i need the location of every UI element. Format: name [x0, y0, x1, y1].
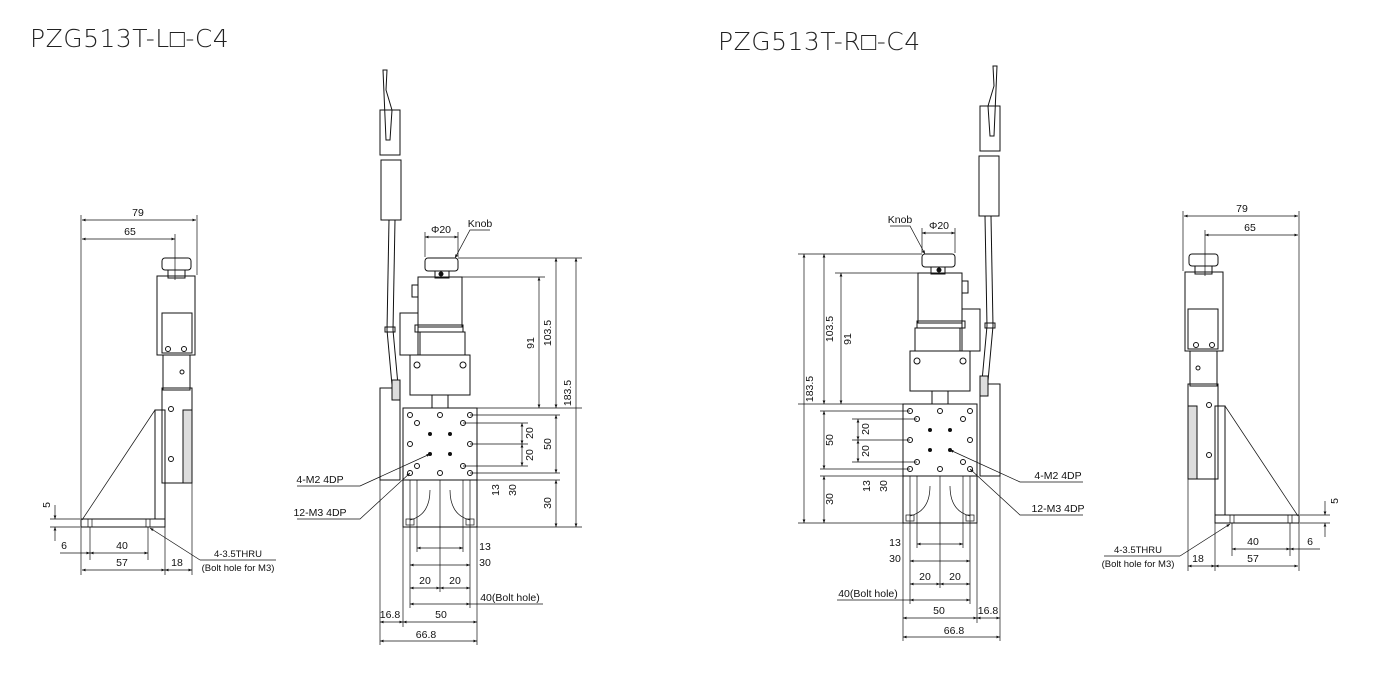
left-drawing-title: PZG513T-L□-C4: [30, 24, 230, 53]
right-labels: 79 65 5 6 40 57 18 4-3.5THRU (Bolt hole …: [804, 203, 1341, 637]
dim-20-lower: 20: [860, 445, 872, 457]
dim-20-upper: 20: [860, 423, 872, 435]
dim-13-vertical: 13: [861, 480, 873, 492]
bolt-hole-note: (Bolt hole for M3): [202, 563, 275, 574]
m3-holes-label: 12-M3 4DP: [293, 507, 346, 519]
right-drawing-title: PZG513T-R□-C4: [718, 27, 921, 56]
dim-13-horizontal: 13: [889, 537, 901, 549]
m3-holes-label: 12-M3 4DP: [1031, 503, 1084, 515]
knob-label: Knob: [468, 218, 493, 230]
dim-5: 5: [41, 502, 53, 508]
dim-79: 79: [1236, 203, 1248, 215]
dim-6: 6: [1307, 536, 1313, 548]
dim-65: 65: [124, 226, 136, 238]
dim-40: 40: [1247, 536, 1259, 548]
m2-holes-label: 4-M2 4DP: [1034, 470, 1081, 482]
dim-66-8: 66.8: [416, 629, 437, 641]
dim-57: 57: [1247, 553, 1259, 565]
dim-6: 6: [61, 540, 67, 552]
dim-50-horizontal: 50: [933, 605, 945, 617]
dim-30-horizontal: 30: [479, 557, 491, 569]
thru-holes-label: 4-3.5THRU: [214, 549, 262, 560]
dim-40: 40: [116, 540, 128, 552]
dim-20-lower: 20: [524, 449, 536, 461]
dim-20-left: 20: [919, 571, 931, 583]
dim-16-8: 16.8: [978, 605, 999, 617]
dim-66-8: 66.8: [944, 625, 965, 637]
dim-91: 91: [525, 337, 537, 349]
dim-30-base: 30: [542, 497, 554, 509]
bolt-hole-40-label: 40(Bolt hole): [480, 592, 540, 604]
dim-18: 18: [1192, 553, 1204, 565]
dim-20-right: 20: [949, 571, 961, 583]
dim-phi20: Φ20: [929, 220, 949, 232]
dim-50-vertical: 50: [542, 438, 554, 450]
thru-holes-label: 4-3.5THRU: [1114, 545, 1162, 556]
dim-183-5: 183.5: [804, 376, 816, 402]
bolt-hole-note: (Bolt hole for M3): [1102, 559, 1175, 570]
bolt-hole-40-label: 40(Bolt hole): [838, 588, 898, 600]
dim-65: 65: [1244, 222, 1256, 234]
m2-holes-label: 4-M2 4DP: [296, 474, 343, 486]
dim-phi20: Φ20: [431, 224, 451, 236]
dim-18: 18: [171, 557, 183, 569]
dim-30-base: 30: [824, 493, 836, 505]
dim-50-horizontal: 50: [435, 609, 447, 621]
dim-79: 79: [132, 207, 144, 219]
dim-5: 5: [1329, 498, 1341, 504]
dim-30-vertical: 30: [507, 484, 519, 496]
left-labels: 79 65 5 6 40 57 18 4-3.5THRU (Bolt hole …: [41, 207, 574, 641]
dim-13-horizontal: 13: [479, 541, 491, 553]
dim-20-upper: 20: [524, 427, 536, 439]
dim-13-vertical: 13: [490, 484, 502, 496]
left-drawing: [50, 70, 582, 645]
dim-57: 57: [116, 557, 128, 569]
dim-103-5: 103.5: [824, 316, 836, 342]
dim-16-8: 16.8: [380, 609, 401, 621]
dim-30-vertical: 30: [878, 480, 890, 492]
dim-30-horizontal: 30: [889, 553, 901, 565]
dim-91: 91: [842, 333, 854, 345]
dim-183-5: 183.5: [562, 380, 574, 406]
dim-20-right: 20: [449, 575, 461, 587]
dim-20-left: 20: [419, 575, 431, 587]
knob-label: Knob: [888, 214, 913, 226]
dim-50-vertical: 50: [824, 434, 836, 446]
dim-103-5: 103.5: [542, 320, 554, 346]
